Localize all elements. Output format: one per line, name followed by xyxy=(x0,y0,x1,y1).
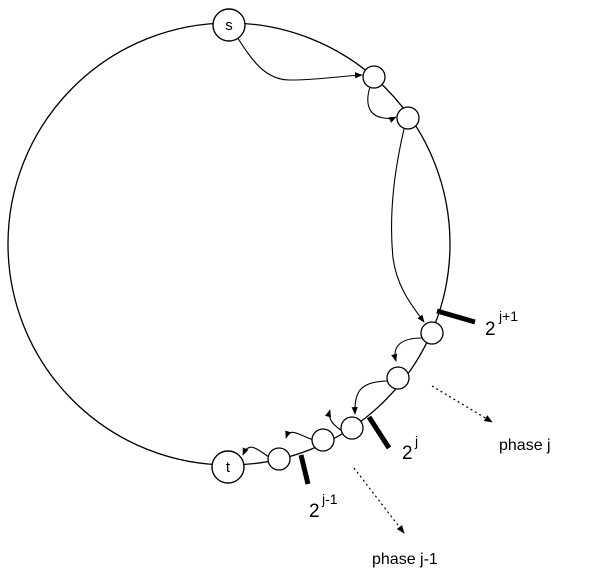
threshold-exponent: j+1 xyxy=(498,308,518,324)
target-node: t xyxy=(211,450,245,484)
target-label: t xyxy=(226,459,231,476)
arrow-n7-to-t xyxy=(242,446,270,458)
arrow-n4-to-n5 xyxy=(351,380,390,415)
phase-j-minus-1-pointer xyxy=(353,467,405,534)
threshold-base: 2 xyxy=(485,319,496,340)
route-arrows xyxy=(236,36,425,458)
threshold-base: 2 xyxy=(402,443,413,464)
boundary-marker-j xyxy=(366,415,392,450)
threshold-exponent: j xyxy=(414,433,418,449)
source-label: s xyxy=(225,17,233,34)
ring-node xyxy=(267,447,291,471)
phase-j-pointer xyxy=(431,385,493,423)
arrow-n1-to-n2 xyxy=(367,86,397,123)
arrow-n6-to-n7 xyxy=(285,430,315,441)
phase-j-label: phase j xyxy=(499,437,551,454)
phase-j-minus-1-label: phase j-1 xyxy=(372,551,438,568)
ring-node xyxy=(420,321,444,345)
threshold-exponent: j-1 xyxy=(321,491,338,507)
arrow-s-to-n1 xyxy=(236,36,363,81)
arrow-n2-to-n3 xyxy=(390,128,425,323)
arrow-n5-to-n6 xyxy=(325,409,343,432)
ring-node xyxy=(362,65,386,89)
arrow-n3-to-n4 xyxy=(391,337,423,362)
ring-node xyxy=(386,366,410,390)
source-node: s xyxy=(212,8,246,42)
ring-node xyxy=(311,428,335,452)
ring xyxy=(7,22,451,466)
threshold-label-j-minus-1: 2 j-1 xyxy=(309,491,338,522)
boundary-marker-j-minus-1 xyxy=(298,454,311,485)
threshold-label-j: 2 j xyxy=(402,433,418,464)
boundary-marker-j-plus-1 xyxy=(436,308,476,325)
threshold-label-j-plus-1: 2 j+1 xyxy=(485,308,518,340)
ring-node xyxy=(396,106,420,130)
ring-node xyxy=(340,416,364,440)
threshold-base: 2 xyxy=(309,501,320,522)
